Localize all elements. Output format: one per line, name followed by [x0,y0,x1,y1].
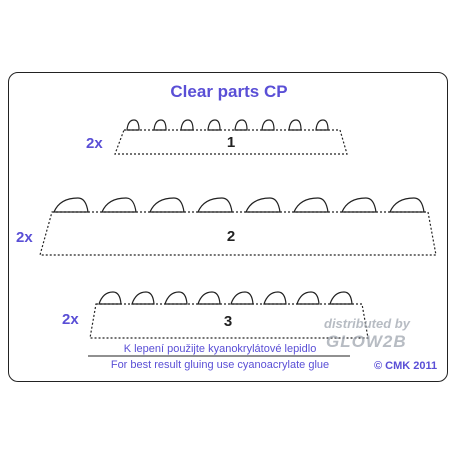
clear-part [234,119,248,131]
clear-part [197,291,221,305]
clear-part [164,291,188,305]
clear-part [126,119,140,131]
set-2-number: 2 [226,228,236,245]
parts-card [8,72,448,382]
clear-part [329,291,353,305]
clear-part [341,197,377,213]
clear-part [53,197,89,213]
parts-row-2 [53,197,425,213]
clear-part [101,197,137,213]
clear-part [98,291,122,305]
clear-part [245,197,281,213]
set-3-number: 3 [223,313,233,330]
clear-part [207,119,221,131]
clear-part [149,197,185,213]
parts-row-1 [126,119,329,131]
clear-part [153,119,167,131]
watermark-line1: distributed by [324,316,410,331]
clear-part [296,291,320,305]
clear-part [389,197,425,213]
parts-row-3 [98,291,353,305]
set-2-multiplier: 2x [16,229,33,246]
clear-part [131,291,155,305]
note-english: For best result gluing use cyanoacrylate… [110,359,330,371]
set-3-multiplier: 2x [62,311,79,328]
clear-part [261,119,275,131]
page-title: Clear parts CP [170,82,288,101]
clear-part [293,197,329,213]
set-1-multiplier: 2x [86,135,103,152]
copyright: © CMK 2011 [374,360,438,372]
clear-part [263,291,287,305]
note-czech: K lepení použijte kyanokrylátové lepidlo [123,343,317,355]
clear-part [197,197,233,213]
clear-part [288,119,302,131]
clear-part [180,119,194,131]
set-1-number: 1 [226,134,236,151]
clear-part [230,291,254,305]
watermark-logo: GLOW2B [326,332,407,351]
clear-part [315,119,329,131]
